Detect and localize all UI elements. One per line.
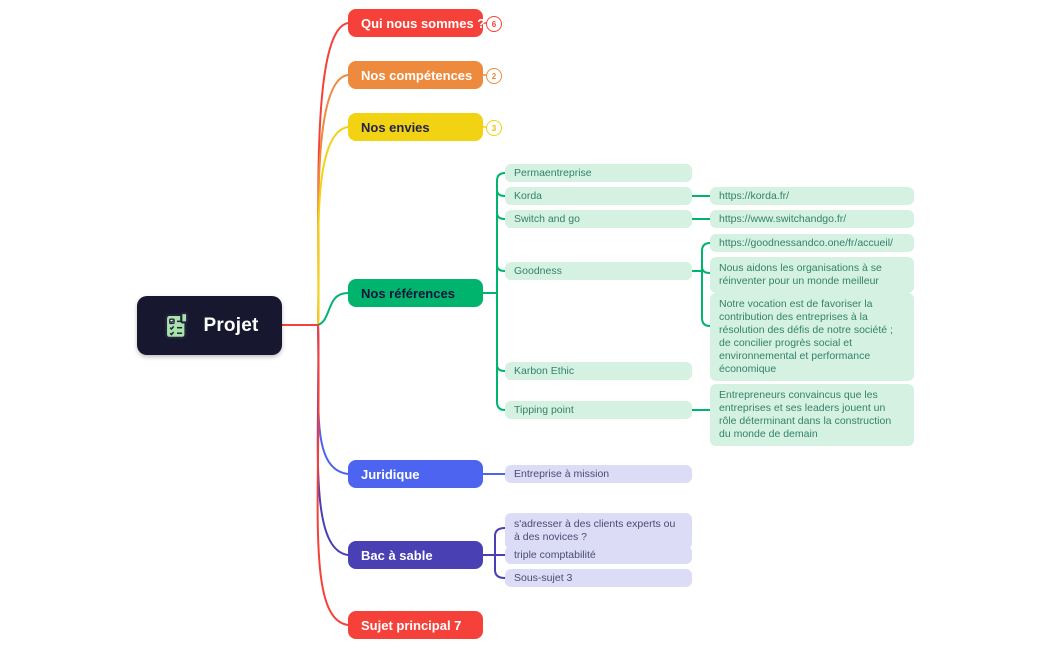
collapsed-count-badge[interactable]: 3 bbox=[486, 120, 502, 136]
topic-nos-references[interactable]: Nos références bbox=[348, 279, 483, 307]
topic-label: Qui nous sommes ? bbox=[361, 15, 486, 31]
note-korda-url[interactable]: https://korda.fr/ bbox=[710, 187, 914, 205]
subtopic-switch-and-go[interactable]: Switch and go bbox=[505, 210, 692, 228]
subtopic-entreprise-a-mission[interactable]: Entreprise à mission bbox=[505, 465, 692, 483]
subtopic-triple-comptabilite[interactable]: triple comptabilité bbox=[505, 546, 692, 564]
subtopic-label: s'adresser à des clients experts ou à de… bbox=[514, 518, 676, 543]
note-switchandgo-url[interactable]: https://www.switchandgo.fr/ bbox=[710, 210, 914, 228]
badge-count: 2 bbox=[491, 71, 497, 81]
note-goodness-url[interactable]: https://goodnessandco.one/fr/accueil/ bbox=[710, 234, 914, 252]
topic-label: Nos références bbox=[361, 285, 455, 301]
topic-sujet-principal-7[interactable]: Sujet principal 7 bbox=[348, 611, 483, 639]
root-label: Projet bbox=[203, 314, 259, 336]
topic-label: Juridique bbox=[361, 466, 420, 482]
subtopic-label: triple comptabilité bbox=[514, 548, 596, 561]
topic-juridique[interactable]: Juridique bbox=[348, 460, 483, 488]
subtopic-korda[interactable]: Korda bbox=[505, 187, 692, 205]
subtopic-label: Sous-sujet 3 bbox=[514, 571, 573, 584]
subtopic-label: Permaentreprise bbox=[514, 166, 592, 179]
collapsed-count-badge[interactable]: 6 bbox=[486, 16, 502, 32]
topic-label: Nos compétences bbox=[361, 67, 473, 83]
subtopic-sous-sujet-3[interactable]: Sous-sujet 3 bbox=[505, 569, 692, 587]
topic-bac-a-sable[interactable]: Bac à sable bbox=[348, 541, 483, 569]
collapsed-count-badge[interactable]: 2 bbox=[486, 68, 502, 84]
subtopic-label: Tipping point bbox=[514, 403, 574, 416]
subtopic-label: Goodness bbox=[514, 264, 562, 277]
checklist-icon bbox=[160, 309, 194, 343]
topic-label: Bac à sable bbox=[361, 547, 433, 563]
subtopic-clients-experts-novices[interactable]: s'adresser à des clients experts ou à de… bbox=[505, 513, 692, 549]
subtopic-label: Karbon Ethic bbox=[514, 364, 575, 377]
note-text: https://korda.fr/ bbox=[719, 189, 790, 202]
subtopic-label: Switch and go bbox=[514, 212, 580, 225]
note-tipping-point-description[interactable]: Entrepreneurs convaincus que les entrepr… bbox=[710, 384, 914, 446]
root-node-projet[interactable]: Projet bbox=[137, 296, 282, 355]
subtopic-permaentreprise[interactable]: Permaentreprise bbox=[505, 164, 692, 182]
topic-label: Nos envies bbox=[361, 119, 430, 135]
subtopic-label: Entreprise à mission bbox=[514, 467, 610, 480]
subtopic-label: Korda bbox=[514, 189, 543, 202]
note-goodness-tagline[interactable]: Nous aidons les organisations à se réinv… bbox=[710, 257, 914, 293]
note-text: Entrepreneurs convaincus que les entrepr… bbox=[719, 389, 892, 440]
note-text: Nous aidons les organisations à se réinv… bbox=[719, 262, 882, 287]
topic-nos-envies[interactable]: Nos envies bbox=[348, 113, 483, 141]
note-text: https://goodnessandco.one/fr/accueil/ bbox=[719, 236, 893, 249]
badge-count: 3 bbox=[491, 123, 497, 133]
subtopic-goodness[interactable]: Goodness bbox=[505, 262, 692, 280]
topic-nos-competences[interactable]: Nos compétences bbox=[348, 61, 483, 89]
note-text: https://www.switchandgo.fr/ bbox=[719, 212, 847, 225]
note-goodness-mission[interactable]: Notre vocation est de favoriser la contr… bbox=[710, 293, 914, 381]
topic-qui-nous-sommes[interactable]: Qui nous sommes ? bbox=[348, 9, 486, 37]
topic-label: Sujet principal 7 bbox=[361, 617, 462, 633]
subtopic-karbon-ethic[interactable]: Karbon Ethic bbox=[505, 362, 692, 380]
badge-count: 6 bbox=[491, 19, 497, 29]
note-text: Notre vocation est de favoriser la contr… bbox=[719, 298, 893, 375]
subtopic-tipping-point[interactable]: Tipping point bbox=[505, 401, 692, 419]
